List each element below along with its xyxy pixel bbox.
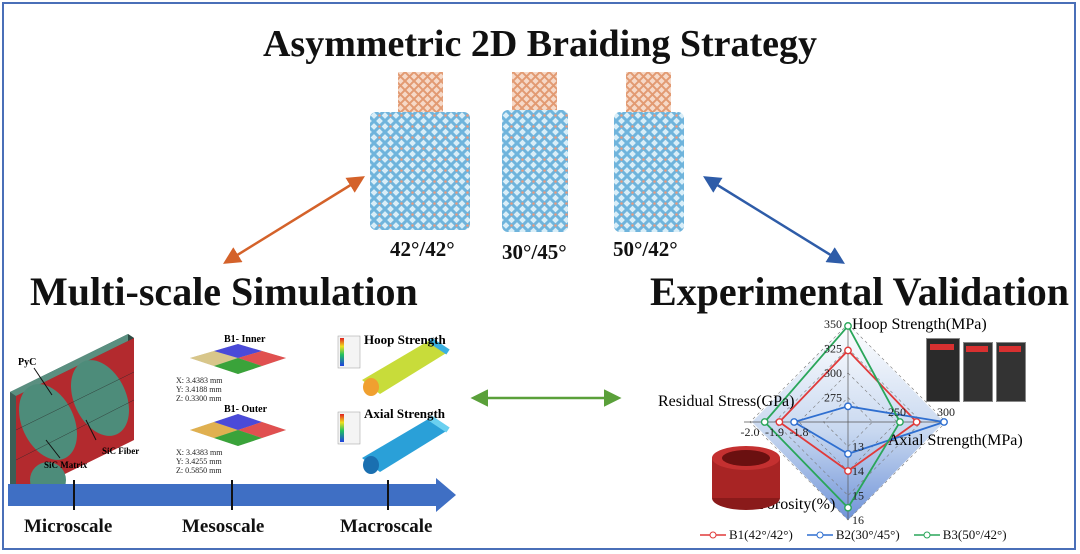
orange-arrow: [223, 176, 365, 264]
tick-porosity: 16: [852, 513, 864, 527]
hoop-strength-model: [337, 335, 450, 396]
scale-label-meso: Mesoscale: [182, 516, 265, 537]
braid-tube-3: [614, 72, 684, 232]
meso-inner-dim-z: Z: 0.3300 mm: [176, 394, 222, 403]
series-point-2: [844, 402, 852, 411]
multiscale-title: Multi-scale Simulation: [30, 269, 418, 314]
scale-bar-arrow: [8, 478, 456, 512]
hoop-strength-label: Hoop Strength: [364, 332, 446, 347]
tick-hoop: 350: [824, 317, 842, 331]
tick-porosity: 13: [852, 440, 864, 454]
series-point-2: [790, 418, 798, 426]
meso-outer-model: [190, 414, 286, 446]
tick-porosity: 15: [852, 489, 864, 503]
legend-label-1: B1(42°/42°): [729, 527, 793, 542]
sic-matrix-label: SiC Matrix: [44, 460, 88, 470]
series-point-1: [775, 418, 784, 426]
tick-hoop: 275: [824, 391, 842, 405]
figure-title: Asymmetric 2D Braiding Strategy: [262, 23, 818, 65]
legend-label-3: B3(50°/42°): [942, 527, 1007, 542]
meso-outer-dim-z: Z: 0.5850 mm: [176, 466, 222, 475]
radar-grid-ring: [823, 397, 873, 447]
series-point-3: [844, 322, 852, 330]
series-point-3: [760, 418, 769, 426]
series-point-1: [844, 346, 852, 355]
series-point-2: [844, 449, 852, 458]
validation-title: Experimental Validation: [650, 269, 1069, 314]
legend-label-2: B2(30°/45°): [835, 527, 900, 542]
axis-label-residual: Residual Stress(GPa): [658, 393, 795, 410]
braid-tube-2: [502, 72, 568, 232]
specimen-marker-1: [930, 344, 954, 350]
meso-inner-dim-x: X: 3.4383 mm: [176, 376, 223, 385]
series-point-1: [912, 418, 921, 426]
tick-porosity: 14: [852, 464, 864, 478]
tick-hoop: 300: [824, 366, 842, 380]
meso-outer-label: B1- Outer: [224, 404, 268, 415]
chart-legend: B1(42°/42°) B2(30°/45°) B3(50°/42°): [700, 527, 1007, 543]
meso-outer-dim-x: X: 3.4383 mm: [176, 448, 223, 457]
specimen-photo-3: [996, 342, 1026, 402]
sic-fiber-label: SiC Fiber: [102, 446, 140, 456]
series-point-3: [896, 418, 904, 426]
meso-inner-model: [190, 344, 286, 374]
specimen-marker-3: [999, 346, 1021, 352]
series-point-1: [844, 467, 852, 475]
microscale-model: [8, 334, 456, 512]
meso-inner-dims: X: 3.4383 mm Y: 3.4188 mm Z: 0.3300 mm: [176, 376, 222, 403]
legend-swatch-1: [700, 531, 726, 539]
braid-label-1: 42°/42°: [390, 237, 455, 261]
braid-label-3: 50°/42°: [613, 237, 678, 261]
tick-axial: 300: [937, 405, 955, 419]
radar-series: [760, 322, 948, 512]
series-point-2: [940, 418, 948, 426]
legend-item-1: B1(42°/42°): [700, 527, 793, 543]
tick-residual: -2.0: [741, 425, 760, 439]
legend-item-2: B2(30°/45°): [806, 527, 900, 543]
pyc-label: PyC: [18, 357, 37, 368]
legend-item-3: B3(50°/42°): [913, 527, 1007, 543]
meso-inner-dim-y: Y: 3.4188 mm: [176, 385, 222, 394]
scale-label-micro: Microscale: [24, 516, 113, 537]
meso-outer-dim-y: Y: 3.4255 mm: [176, 457, 222, 466]
tick-axial: 250: [888, 405, 906, 419]
series-point-3: [844, 503, 852, 512]
tick-residual: -1.8: [790, 425, 809, 439]
legend-swatch-3: [913, 531, 940, 539]
blue-arrow: [703, 176, 845, 264]
specimen-marker-2: [966, 346, 988, 352]
axis-label-axial: Axial Strength(MPa): [888, 432, 1023, 449]
scale-label-macro: Macroscale: [340, 516, 433, 537]
braid-label-2: 30°/45°: [502, 240, 567, 264]
legend-swatch-2: [806, 531, 833, 539]
meso-inner-label: B1- Inner: [224, 334, 266, 345]
meso-outer-dims: X: 3.4383 mm Y: 3.4255 mm Z: 0.5850 mm: [176, 448, 222, 475]
axial-strength-label: Axial Strength: [364, 406, 446, 421]
tick-residual: -1.9: [765, 425, 784, 439]
radar-ticks: 275 300 325 350 250 300 13 14 15 16 -1.8 -1.9 -2.0: [741, 317, 956, 527]
braid-tube-1: [370, 72, 470, 230]
tick-hoop: 325: [824, 342, 842, 356]
axial-strength-model: [337, 411, 450, 474]
axis-label-hoop: Hoop Strength(MPa): [852, 316, 987, 333]
specimen-photo-2: [963, 342, 993, 402]
porosity-ct-ring: [712, 446, 780, 510]
